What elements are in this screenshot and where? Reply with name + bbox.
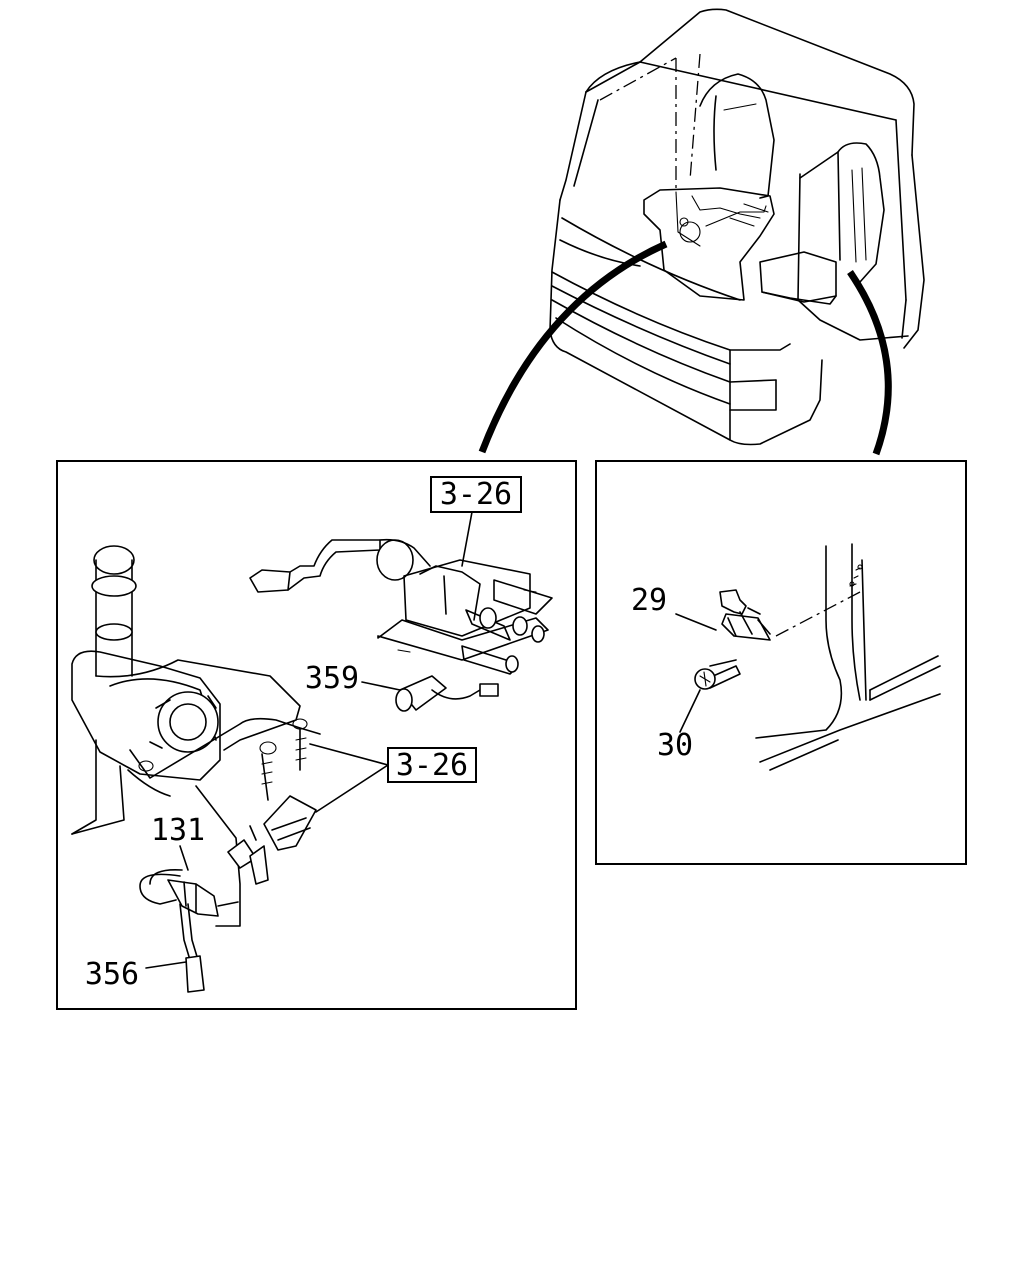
cab-overview [478,8,925,456]
part-29-bracket: 29 [631,583,771,641]
part-30-screw: 30 [657,659,741,763]
relay-harness-assembly [249,538,553,675]
ref-label-3-26-top: 3-26 [440,477,512,512]
ref-label-3-26-mid: 3-26 [396,748,468,783]
callout-29: 29 [631,583,667,618]
valve-assembly [71,545,321,835]
callout-30: 30 [657,728,693,763]
detail-box-right: 29 30 [595,460,967,865]
ref-box-top [430,476,522,513]
part-356-harness: 356 [85,955,205,993]
callout-359: 359 [305,661,359,696]
callout-356: 356 [85,957,139,992]
part-131-sensor: 131 [139,813,239,971]
detail-box-left: 3-26 3-26 [56,460,577,1010]
part-359-switch: 359 [305,661,499,712]
connector-group [195,785,317,927]
callout-131: 131 [151,813,205,848]
